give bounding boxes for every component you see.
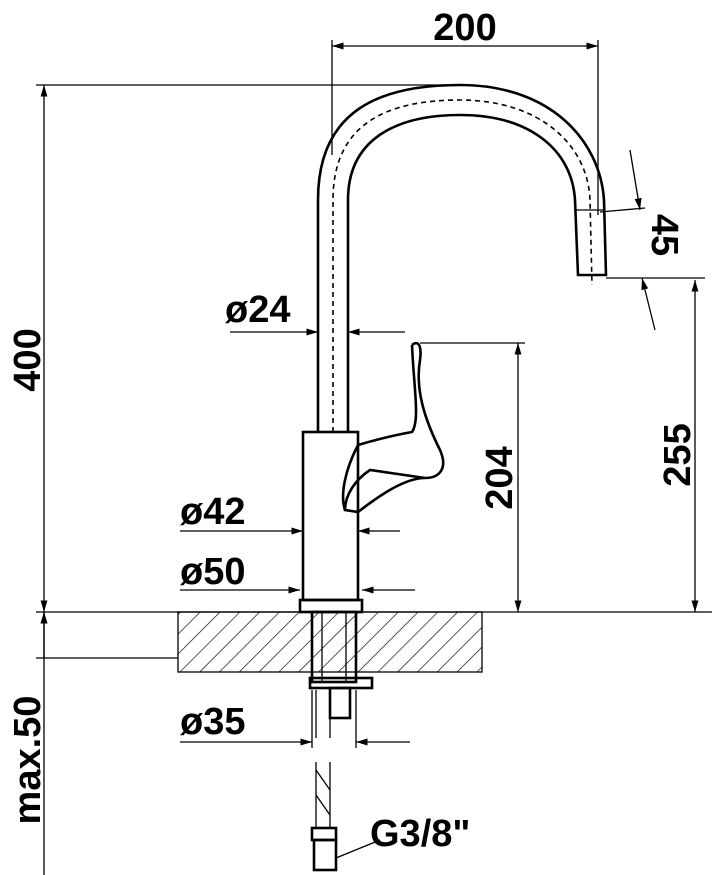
dim-base-diameter: ø50: [180, 551, 245, 593]
dim-outlet-height: 255: [657, 423, 699, 486]
dim-body-diameter: ø42: [180, 491, 245, 533]
dim-spout-reach: 200: [433, 7, 496, 49]
dim-total-height: 400: [7, 328, 49, 391]
connection-thread-label: G3/8": [370, 813, 470, 855]
faucet-outline: [298, 83, 608, 872]
dim-spout-outlet: 45: [643, 214, 685, 256]
countertop: [36, 611, 712, 673]
dim-max-counter-thickness: max.50: [7, 696, 49, 825]
dim-handle-height: 204: [479, 446, 521, 509]
dim-spout-diameter: ø24: [225, 289, 290, 331]
dimension-lines: [36, 40, 705, 875]
dim-mount-hole-diameter: ø35: [180, 701, 245, 743]
